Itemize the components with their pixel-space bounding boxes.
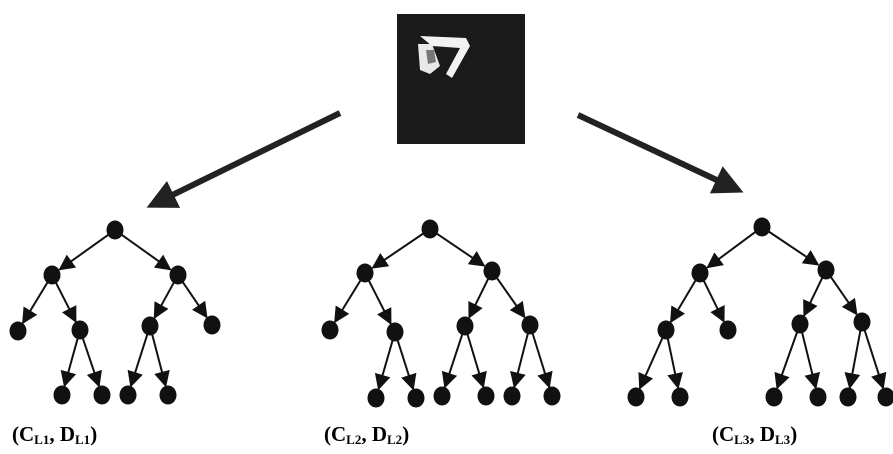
digit-image-icon	[420, 36, 470, 78]
tree-edge	[666, 338, 683, 390]
tree-node	[877, 387, 893, 407]
tree-node	[791, 314, 809, 334]
tree-node	[817, 260, 835, 280]
tree-edge	[441, 333, 464, 389]
tree-node	[321, 320, 339, 340]
tree-edge	[54, 282, 77, 323]
tree-edge	[844, 330, 862, 390]
trees-layer	[9, 217, 893, 408]
tree-node	[627, 387, 645, 407]
tree-node	[169, 265, 187, 285]
tree-edge	[803, 277, 824, 317]
tree-edge	[496, 277, 526, 319]
tree-node	[456, 316, 474, 336]
tree-node	[407, 388, 425, 408]
tree-edge	[151, 333, 170, 388]
tree-edge	[334, 279, 362, 324]
tree-node	[53, 385, 71, 405]
tree-node	[159, 385, 177, 405]
tree-edge	[706, 231, 756, 269]
tree-edge	[60, 337, 79, 388]
tree-node	[477, 386, 495, 406]
tree-3	[627, 217, 893, 407]
tree-node	[421, 219, 439, 239]
tree-node	[433, 386, 451, 406]
tree-node	[71, 320, 89, 340]
tree-node	[753, 217, 771, 237]
tree-node	[765, 387, 783, 407]
tree-node	[543, 386, 561, 406]
arrow-to-tree-1	[146, 110, 342, 208]
tree-node	[483, 261, 501, 281]
tree-edge	[531, 332, 553, 389]
tree-edge	[121, 234, 172, 271]
tree-node	[141, 316, 159, 336]
tree-node	[839, 387, 857, 407]
tree-label-3: (CL3, DL3)	[712, 422, 798, 447]
tree-1	[9, 220, 221, 405]
tree-edge	[510, 332, 529, 389]
tree-edge	[436, 232, 486, 267]
tree-edge	[801, 332, 821, 390]
tree-label-1: (CL1, DL1)	[12, 422, 98, 447]
arrow-to-tree-3	[576, 112, 744, 194]
tree-label-2: (CL2, DL2)	[324, 422, 410, 447]
tree-edge	[468, 278, 490, 319]
tree-edge	[830, 276, 858, 316]
tree-node	[43, 265, 61, 285]
tree-edge	[153, 281, 175, 320]
input-digit-image	[397, 14, 525, 144]
tree-node	[503, 386, 521, 406]
tree-2	[321, 219, 561, 408]
tree-edge	[374, 339, 394, 391]
tree-node	[809, 387, 827, 407]
tree-edge	[638, 337, 664, 390]
tree-edge	[58, 234, 109, 271]
tree-node	[657, 320, 675, 340]
tree-node	[119, 385, 137, 405]
tree-node	[203, 315, 221, 335]
tree-node	[9, 321, 27, 341]
tree-edge	[768, 230, 820, 266]
tree-edge	[670, 279, 697, 324]
tree-edge	[367, 280, 392, 325]
tree-node	[356, 263, 374, 283]
tree-edge	[181, 281, 208, 319]
tree-edge	[774, 331, 799, 390]
tree-node	[93, 385, 111, 405]
tree-node	[367, 388, 385, 408]
tree-node	[521, 315, 539, 335]
tree-edge	[466, 333, 487, 389]
tree-edge	[127, 333, 149, 388]
tree-edge	[702, 280, 725, 323]
tree-node	[853, 312, 871, 332]
tree-edge	[22, 281, 49, 325]
tree-node	[719, 320, 737, 340]
tree-edge	[863, 329, 887, 390]
tree-edge	[371, 232, 424, 269]
tree-node	[386, 322, 404, 342]
tree-node	[671, 387, 689, 407]
tree-edge	[81, 337, 102, 388]
tree-node	[691, 263, 709, 283]
tree-node	[106, 220, 124, 240]
tree-edge	[396, 339, 417, 391]
